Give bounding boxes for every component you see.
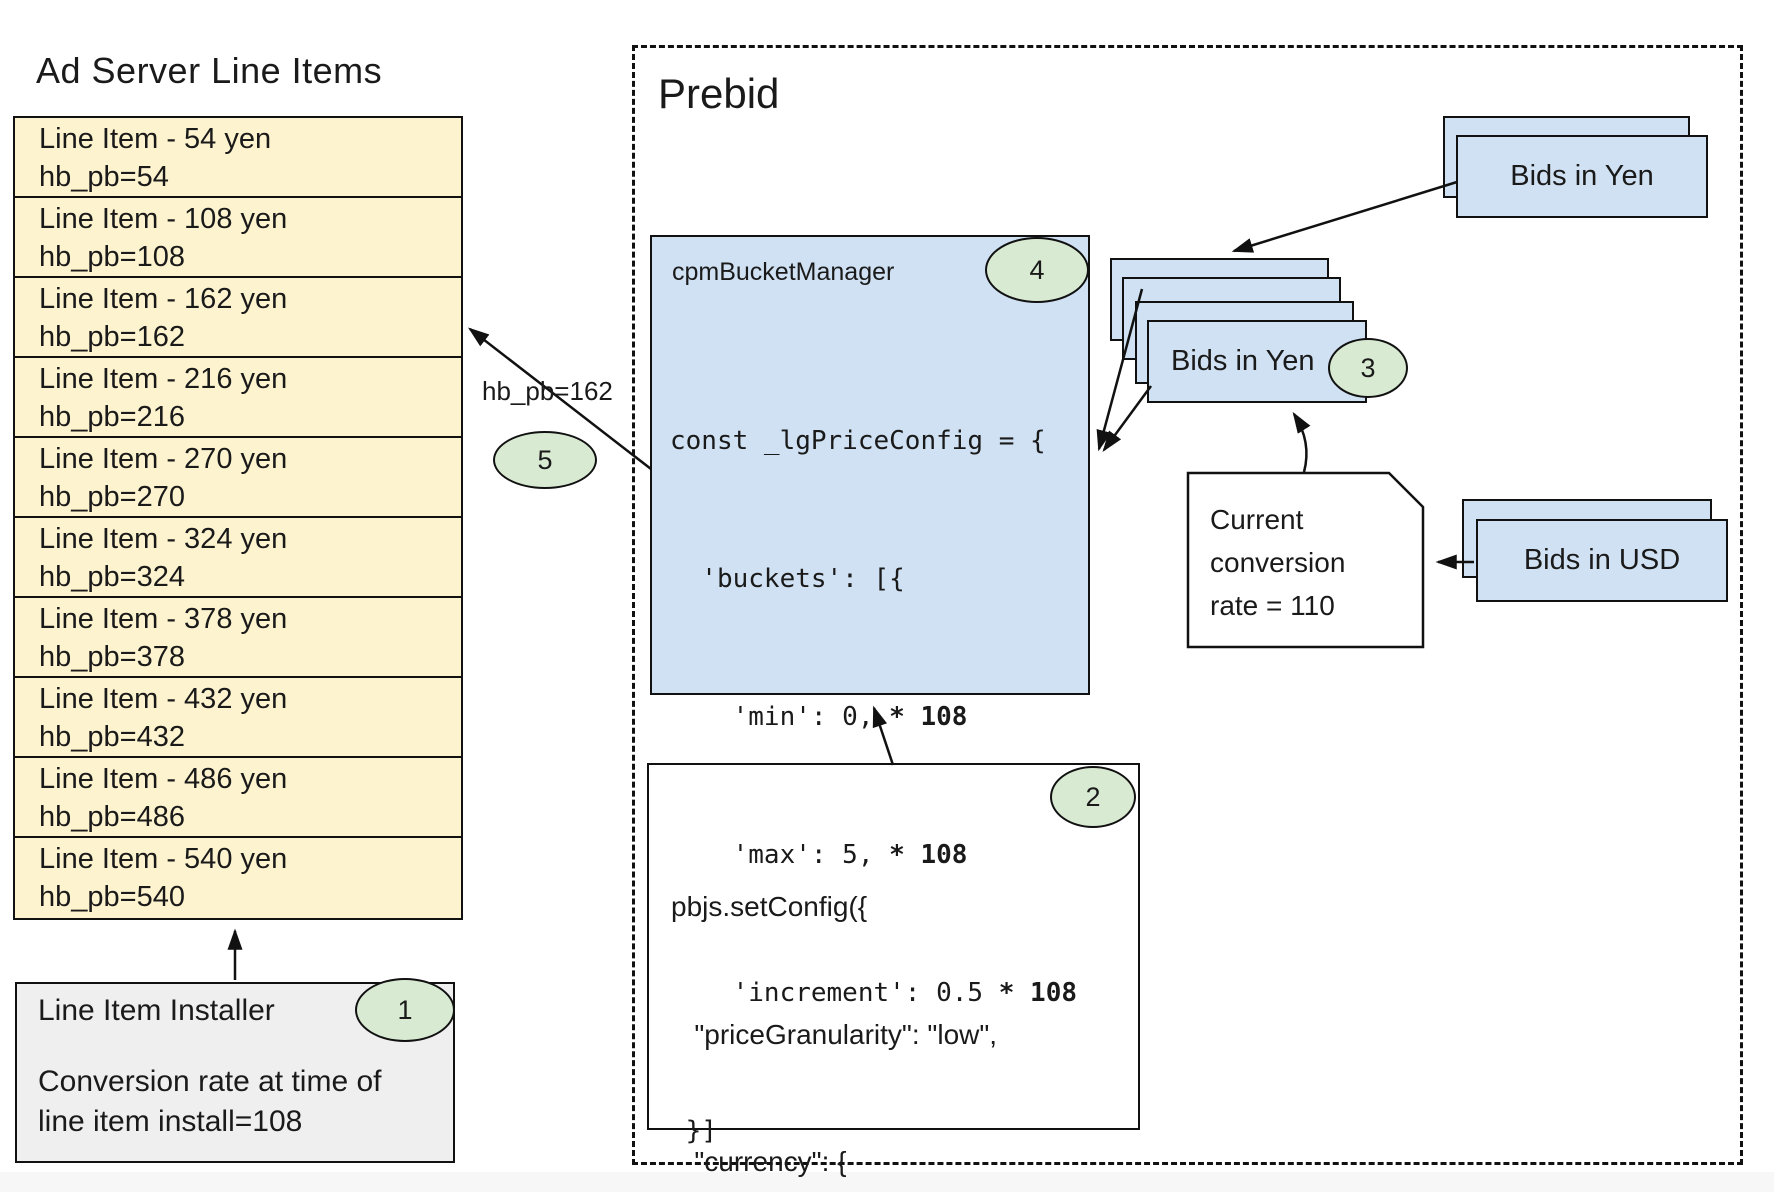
code-line: pbjs.setConfig({ [671,891,868,922]
installer-note-line1: Conversion rate at time of [38,1065,382,1098]
step-badge-5: 5 [493,431,597,489]
conversion-rate-note: Current conversion rate = 110 [1210,498,1345,627]
line-item-keyvalue: hb_pb=378 [39,641,185,673]
code-line: 'buckets': [{ [670,564,905,594]
line-item-keyvalue: hb_pb=216 [39,401,185,433]
line-item-row: Line Item - 162 yen hb_pb=162 [15,278,461,358]
installer-note-line2: line item install=108 [38,1105,303,1138]
bids-in-yen-stack-label: Bids in Yen [1171,345,1315,377]
cpm-code-block: const _lgPriceConfig = { 'buckets': [{ '… [670,326,1077,1192]
code-line: 'min': 0, * 108 [670,702,968,732]
line-item-title: Line Item - 540 yen [39,843,288,875]
line-item-keyvalue: hb_pb=540 [39,881,185,913]
line-item-title: Line Item - 108 yen [39,203,288,235]
bids-in-yen-top-card: Bids in Yen [1456,135,1708,218]
conversion-line2: conversion [1210,547,1346,578]
line-item-keyvalue: hb_pb=324 [39,561,185,593]
line-item-title: Line Item - 270 yen [39,443,288,475]
conversion-line1: Current [1210,504,1304,535]
line-item-keyvalue: hb_pb=270 [39,481,185,513]
line-item-title: Line Item - 54 yen [39,123,272,155]
code-line: }] [670,1116,717,1146]
prebid-dashed-frame [632,45,1743,1165]
line-item-title: Line Item - 162 yen [39,283,288,315]
line-item-keyvalue: hb_pb=432 [39,721,185,753]
code-line: 'max': 5, * 108 [670,840,968,870]
step-badge-3: 3 [1328,338,1408,398]
page-bottom-strip [0,1172,1774,1192]
cpm-bucket-manager-label: cpmBucketManager [672,258,895,286]
line-item-title: Line Item - 432 yen [39,683,288,715]
code-line: 'increment': 0.5 * 108 [670,978,1078,1008]
step-badge-4: 4 [985,237,1089,303]
line-item-title: Line Item - 324 yen [39,523,288,555]
installer-note: Conversion rate at time of line item ins… [38,1062,382,1142]
installer-title: Line Item Installer [38,994,275,1027]
line-item-keyvalue: hb_pb=54 [39,161,169,193]
conversion-line3: rate = 110 [1210,590,1335,621]
code-line: "currency": { [671,1146,847,1177]
line-item-row: Line Item - 54 yen hb_pb=54 [15,118,461,198]
bids-in-usd-card: Bids in USD [1476,519,1728,602]
line-item-row: Line Item - 270 yen hb_pb=270 [15,438,461,518]
line-item-keyvalue: hb_pb=486 [39,801,185,833]
line-item-keyvalue: hb_pb=108 [39,241,185,273]
line-item-row: Line Item - 324 yen hb_pb=324 [15,518,461,598]
line-item-row: Line Item - 540 yen hb_pb=540 [15,838,461,918]
bids-in-yen-top-label: Bids in Yen [1510,160,1654,192]
line-item-title: Line Item - 216 yen [39,363,288,395]
prebid-title: Prebid [658,70,780,117]
step-badge-1: 1 [355,978,455,1042]
line-item-row: Line Item - 432 yen hb_pb=432 [15,678,461,758]
ad-server-title: Ad Server Line Items [36,50,383,91]
line-item-row: Line Item - 486 yen hb_pb=486 [15,758,461,838]
bids-in-usd-label: Bids in USD [1523,544,1681,576]
hb-pb-arrow-label: hb_pb=162 [482,376,613,406]
code-line: const _lgPriceConfig = { [670,426,1046,456]
step-badge-2: 2 [1050,766,1136,828]
code-line: "priceGranularity": "low", [671,1018,998,1050]
pbjs-code-block: pbjs.setConfig({ "priceGranularity": "lo… [671,801,1067,1192]
line-item-row: Line Item - 108 yen hb_pb=108 [15,198,461,278]
line-item-keyvalue: hb_pb=162 [39,321,185,353]
line-items-table: Line Item - 54 yen hb_pb=54 Line Item - … [13,116,463,920]
line-item-row: Line Item - 216 yen hb_pb=216 [15,358,461,438]
line-item-row: Line Item - 378 yen hb_pb=378 [15,598,461,678]
cpm-bucket-manager-box [650,235,1090,695]
line-item-title: Line Item - 486 yen [39,763,288,795]
line-item-title: Line Item - 378 yen [39,603,288,635]
